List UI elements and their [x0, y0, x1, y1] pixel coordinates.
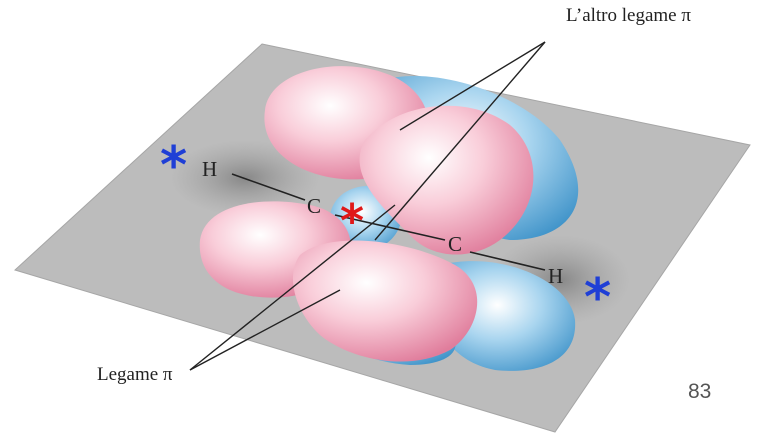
page-number: 83 [688, 380, 712, 403]
atom-h-right: H [548, 264, 564, 288]
callout-line-top-1 [399, 41, 546, 131]
red-asterisk-center: * [340, 194, 365, 248]
callout-line-bottom-2 [189, 289, 341, 371]
bond-c-c [334, 214, 446, 241]
bond-h-c-left [231, 173, 306, 201]
blue-asterisk-right: * [584, 268, 612, 328]
atom-h-left: H [202, 157, 218, 181]
pink-lobe-upper-right [359, 105, 534, 255]
callout-line-top-2 [374, 41, 546, 241]
atom-c-left: C [307, 194, 322, 218]
blue-asterisk-left: * [160, 136, 188, 196]
label-pi-bond: Legame π [97, 364, 173, 385]
atom-c-right: C [448, 232, 463, 256]
label-other-pi-bond: L’altro legame π [566, 5, 691, 26]
callout-line-bottom-1 [189, 204, 396, 371]
pink-lobe-lower-right [292, 240, 478, 362]
bond-c-h-right [469, 251, 546, 271]
